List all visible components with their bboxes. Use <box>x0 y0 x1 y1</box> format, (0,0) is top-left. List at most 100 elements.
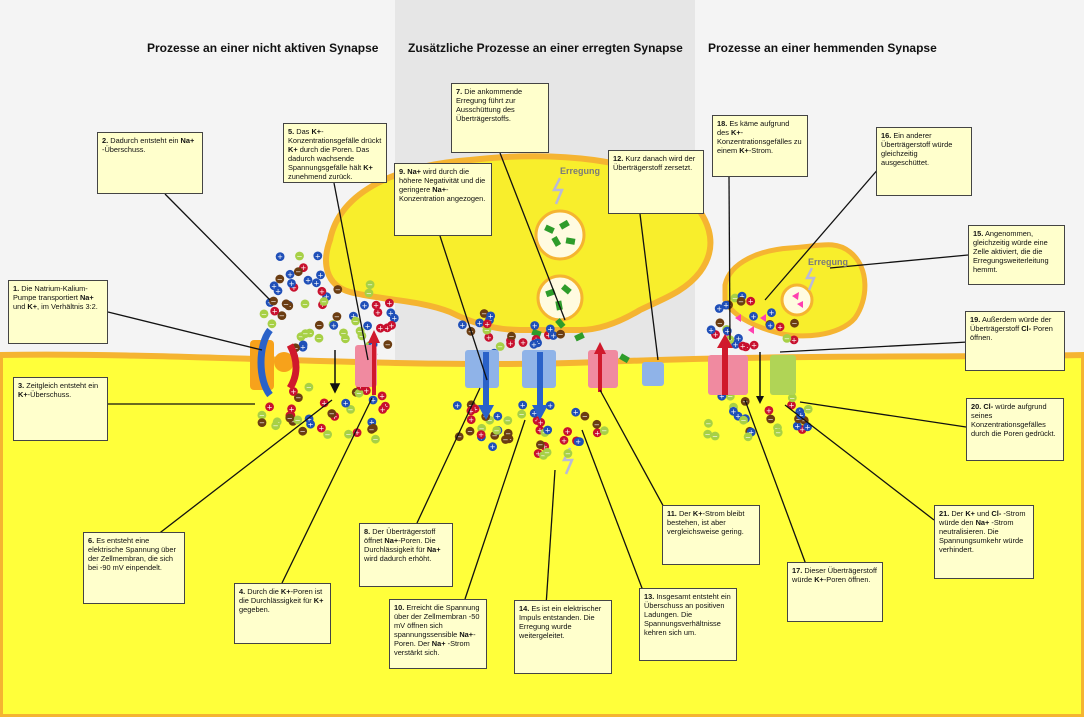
svg-text:−: − <box>261 310 267 318</box>
ion-particle: − <box>710 431 720 441</box>
ion-particle: − <box>592 419 602 429</box>
ion-particle: + <box>298 342 308 352</box>
svg-text:−: − <box>796 415 802 423</box>
ion-particle: + <box>529 339 539 349</box>
svg-text:−: − <box>295 268 301 276</box>
ion-particle: − <box>333 285 343 294</box>
svg-text:−: − <box>295 416 301 424</box>
ion-particle: + <box>729 406 738 416</box>
heading-inhibitory: Prozesse an einer hemmenden Synapse <box>708 41 937 55</box>
svg-text:+: + <box>520 339 526 347</box>
svg-text:+: + <box>318 271 324 279</box>
ion-particle: + <box>287 279 296 288</box>
svg-text:−: − <box>732 295 738 303</box>
svg-text:−: − <box>366 290 372 298</box>
ion-particle: − <box>257 418 267 427</box>
svg-text:+: + <box>565 428 571 436</box>
svg-text:+: + <box>380 406 386 414</box>
ion-particle: − <box>271 421 281 430</box>
note-8: 8. Der Überträgerstoff öffnet Na+-Poren.… <box>359 523 453 587</box>
svg-text:+: + <box>547 325 553 333</box>
svg-text:−: − <box>487 417 493 425</box>
svg-text:+: + <box>531 341 537 349</box>
svg-text:+: + <box>324 293 330 301</box>
svg-text:−: − <box>295 394 301 402</box>
ion-particle: + <box>573 437 583 446</box>
svg-text:−: − <box>342 335 348 343</box>
svg-text:+: + <box>389 322 395 330</box>
svg-text:+: + <box>740 343 746 351</box>
svg-text:−: − <box>768 416 774 424</box>
svg-text:−: − <box>505 430 511 438</box>
svg-text:−: − <box>300 428 306 436</box>
note-9: 9. Na+ wird durch die höhere Negativität… <box>394 163 492 236</box>
sodium-channel-ligand <box>465 350 499 420</box>
ion-particle: + <box>548 331 558 340</box>
svg-text:+: + <box>730 408 736 416</box>
svg-text:−: − <box>283 300 289 308</box>
note-4: 4. Durch die K+-Poren ist die Durchlässi… <box>234 583 331 644</box>
svg-text:+: + <box>354 429 360 437</box>
svg-text:+: + <box>547 402 553 410</box>
svg-text:+: + <box>794 423 800 431</box>
ion-particle: + <box>303 275 313 285</box>
ion-particle: − <box>341 334 350 343</box>
svg-text:−: − <box>505 417 511 425</box>
svg-text:−: − <box>792 320 798 328</box>
svg-text:+: + <box>766 407 772 415</box>
potassium-pore-inactive <box>355 330 380 395</box>
ion-particle: + <box>765 321 775 330</box>
svg-text:−: − <box>541 452 547 460</box>
svg-text:−: − <box>329 410 335 418</box>
svg-text:+: + <box>736 335 742 343</box>
svg-text:+: + <box>375 309 381 317</box>
ion-particle: + <box>270 306 280 316</box>
svg-text:−: − <box>302 300 308 308</box>
erregung-arrow-main <box>551 177 564 205</box>
ion-particle: − <box>704 418 713 428</box>
svg-text:−: − <box>346 431 352 439</box>
note-16: 16. Ein anderer Überträgerstoff würde gl… <box>876 127 972 196</box>
vesicle-1 <box>534 209 586 261</box>
note-21: 21. Der K+ und Cl- -Strom würde den Na+ … <box>934 505 1034 579</box>
ion-particle: − <box>383 340 393 349</box>
svg-text:−: − <box>727 336 733 344</box>
erregung-label-small: Erregung <box>808 257 849 267</box>
svg-text:+: + <box>454 402 460 410</box>
ion-particle: − <box>790 318 799 328</box>
svg-text:−: − <box>789 394 795 402</box>
ion-particle: − <box>517 409 527 419</box>
ion-particle: − <box>293 415 303 424</box>
svg-text:−: − <box>467 428 473 436</box>
ion-particle: + <box>764 406 774 415</box>
ion-particle: − <box>285 413 295 423</box>
svg-text:+: + <box>531 410 537 418</box>
svg-text:+: + <box>391 315 397 323</box>
svg-text:+: + <box>708 326 714 334</box>
potassium-pore-inhibitory <box>708 334 748 395</box>
ion-particle: − <box>482 325 492 335</box>
svg-text:+: + <box>290 388 296 396</box>
svg-text:+: + <box>379 392 385 400</box>
svg-text:+: + <box>561 437 567 445</box>
svg-text:−: − <box>259 419 265 427</box>
svg-text:−: − <box>259 412 265 420</box>
ion-particle: − <box>314 333 324 343</box>
svg-text:−: − <box>565 450 571 458</box>
svg-text:+: + <box>798 412 804 420</box>
svg-text:−: − <box>497 343 503 351</box>
svg-text:+: + <box>315 252 321 260</box>
svg-text:+: + <box>318 425 324 433</box>
svg-text:−: − <box>484 327 490 335</box>
ion-particle: − <box>323 430 332 439</box>
svg-text:+: + <box>538 419 544 427</box>
svg-text:−: − <box>775 429 781 437</box>
ion-particle: + <box>734 333 743 343</box>
ion-particle: + <box>714 304 724 313</box>
ion-particle: + <box>493 411 503 421</box>
ion-particle: + <box>571 407 581 417</box>
svg-text:+: + <box>350 313 356 321</box>
ion-particle: + <box>789 335 799 344</box>
ion-particle: + <box>482 319 492 328</box>
ion-particle: − <box>344 429 353 439</box>
